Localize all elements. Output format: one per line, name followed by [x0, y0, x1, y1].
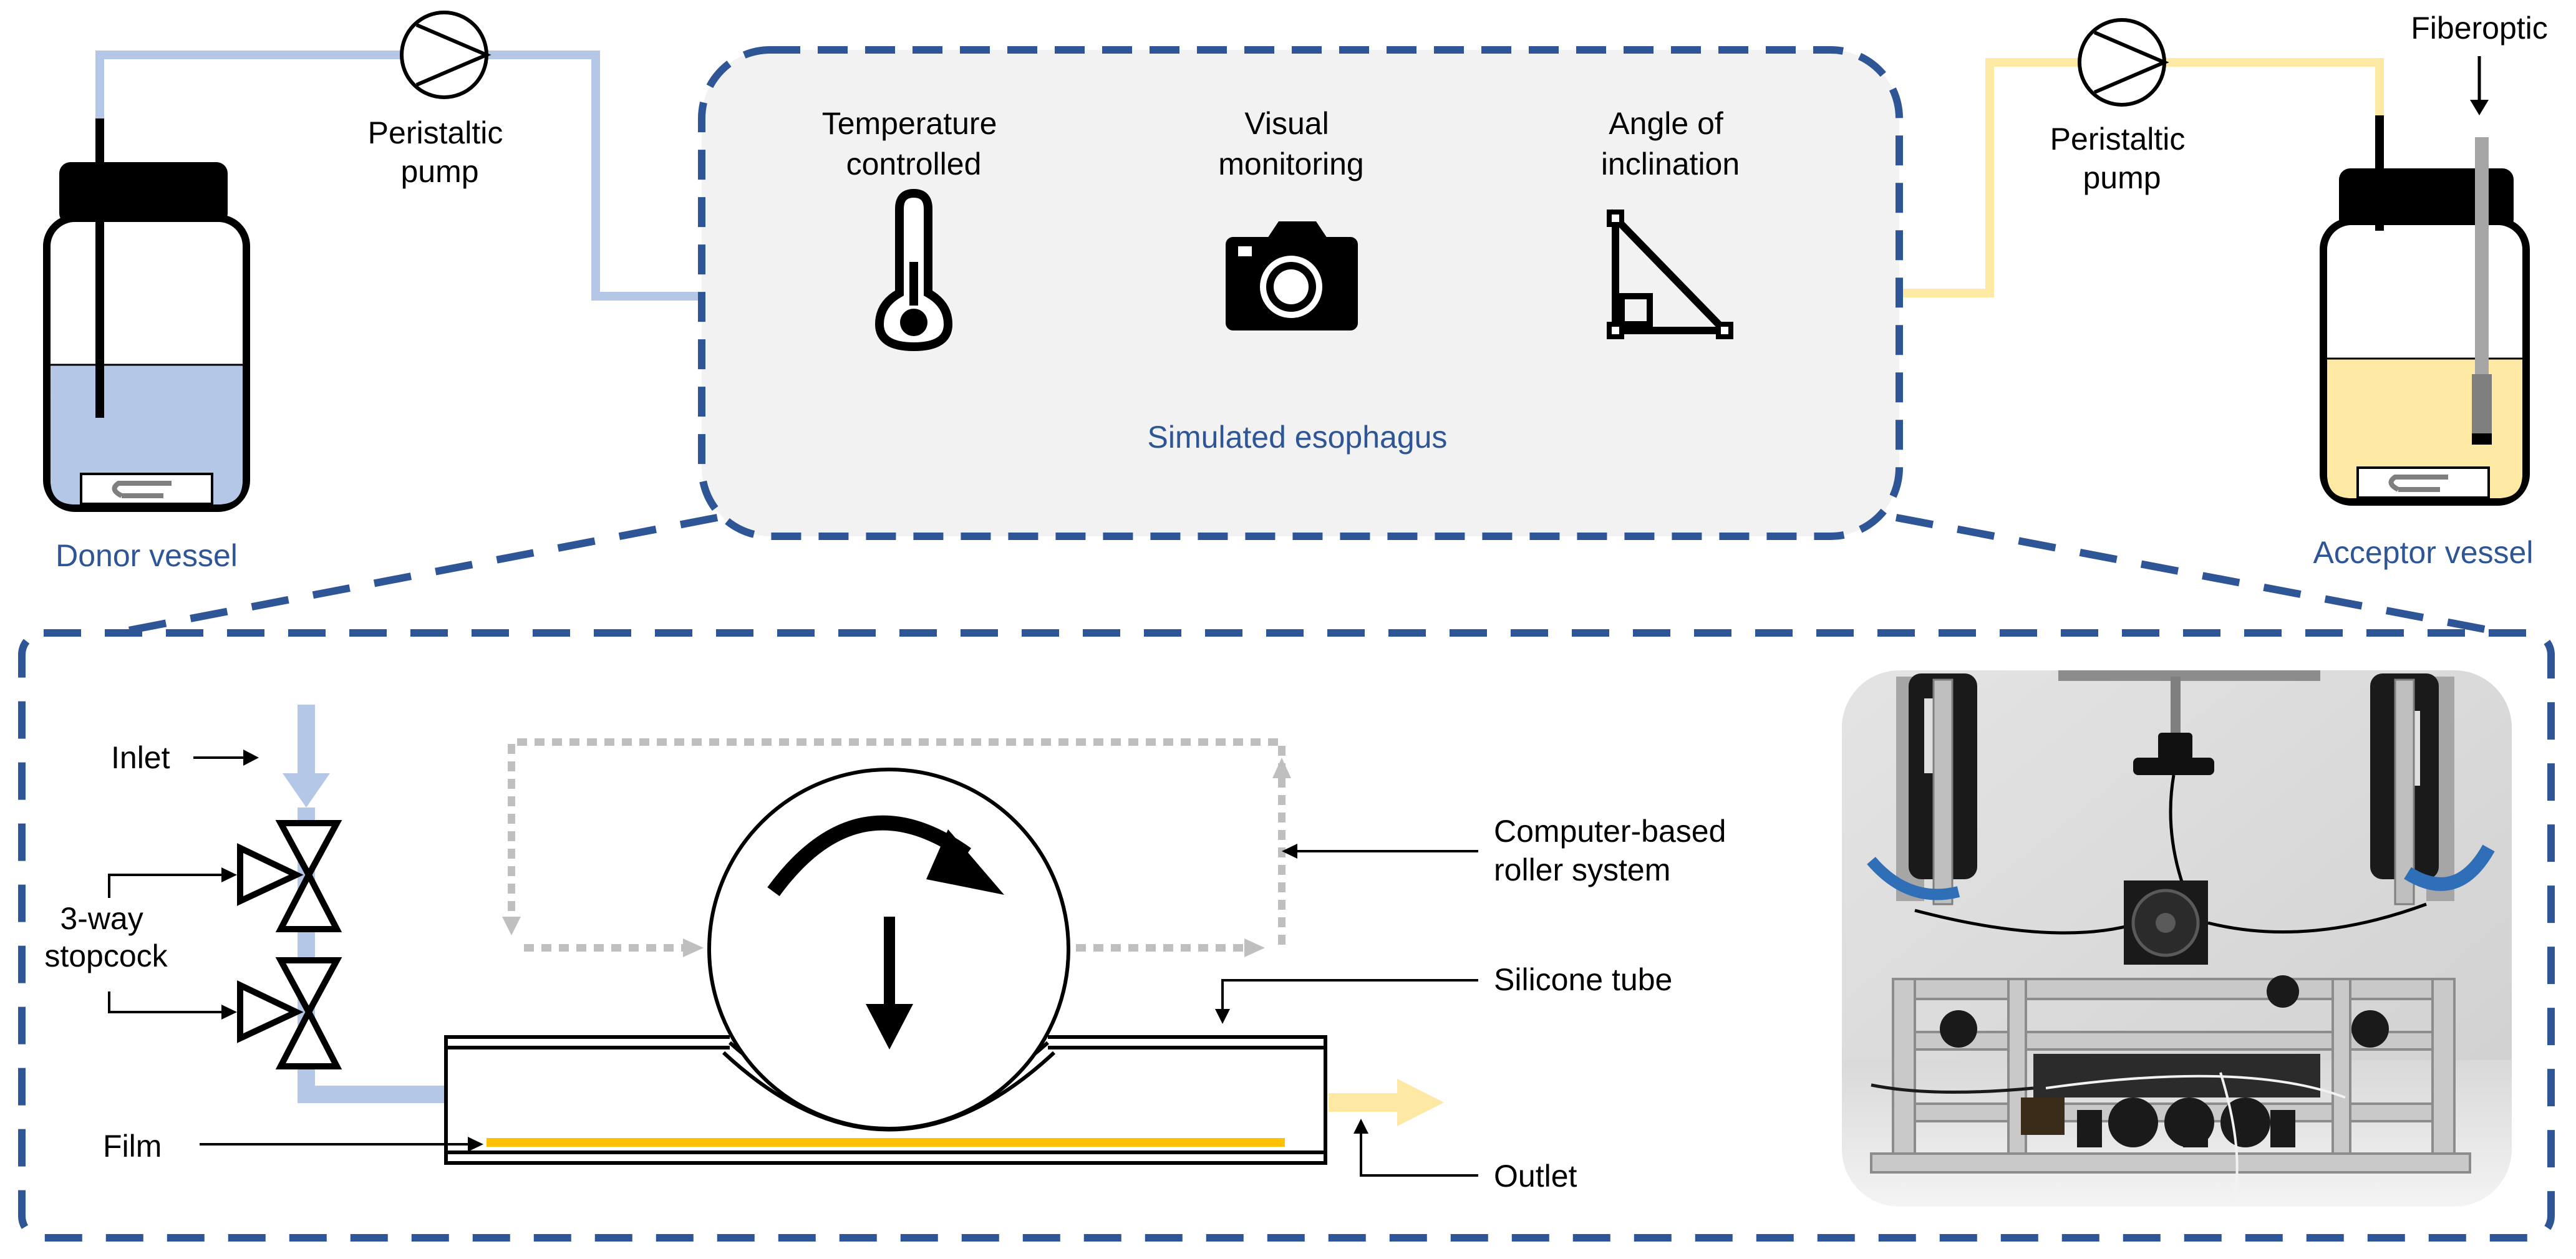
esophagus-title: Simulated esophagus — [1148, 420, 1448, 455]
stir-bar-icon — [112, 481, 172, 498]
stopcock-top-icon — [237, 820, 342, 932]
donor-vessel — [43, 115, 250, 512]
feature-visual-label: Visual monitoring — [1218, 106, 1363, 181]
acceptor-stir-bar-box — [2356, 466, 2490, 499]
donor-tubing — [95, 51, 705, 301]
detail-panel — [18, 629, 2555, 1242]
acceptor-tubing — [1896, 58, 2384, 297]
feature-angle-label: Angle of inclination — [1601, 106, 1740, 181]
fiberoptic-probe — [2475, 137, 2489, 430]
acceptor-stir-bar-icon — [2388, 475, 2448, 492]
set-square-icon — [1607, 209, 1734, 339]
inlet-flow-arrow-icon — [283, 705, 330, 808]
stir-bar-box — [80, 473, 213, 505]
acceptor-vessel — [2320, 115, 2530, 506]
outlet-label-arrowhead-icon — [1353, 1119, 1368, 1134]
donor-vessel-label: Donor vessel — [56, 538, 238, 573]
outlet-label-arrow-icon — [1360, 1132, 1478, 1177]
roller-path — [508, 738, 1286, 952]
roller-path-arrow-up-icon — [1272, 758, 1291, 778]
outlet-flow-arrow-icon — [1329, 1079, 1444, 1126]
outlet-label: Outlet — [1494, 1159, 1577, 1194]
zoom-line-right — [1895, 514, 2506, 637]
roller-path-arrow-right-icon — [1244, 938, 1265, 957]
roller-label-arrow-icon — [1282, 844, 1478, 859]
stopcock-bottom-icon — [237, 957, 342, 1069]
zoom-line-left — [114, 514, 719, 637]
acceptor-vessel-label: Acceptor vessel — [2313, 535, 2534, 570]
roller-path-arrow-down-icon — [502, 917, 521, 935]
fiberoptic-label: Fiberoptic — [2411, 11, 2548, 46]
film-strip — [487, 1138, 1285, 1147]
pump-left-label: Peristaltic pump — [368, 115, 512, 189]
tube-label-arrow-icon — [1221, 979, 1478, 1010]
silicone-tube-label: Silicone tube — [1494, 962, 1672, 997]
stopcock-leader-lines — [108, 874, 225, 1013]
roller-system-label: Computer-based roller system — [1494, 814, 1735, 887]
stopcock-arrow-top-icon — [221, 867, 237, 882]
pump-left-icon — [400, 11, 491, 99]
pump-right-icon — [2078, 18, 2169, 107]
feature-temperature-label: Temperature controlled — [822, 106, 1006, 181]
roller-path-arrow-right-icon — [683, 938, 704, 957]
inlet-arrow-icon — [193, 750, 259, 766]
tube-label-arrowhead-icon — [1215, 1009, 1230, 1024]
stopcock-label: 3-way stopcock — [44, 901, 168, 973]
film-arrow-icon — [200, 1137, 483, 1152]
thermometer-icon — [874, 188, 953, 352]
film-label: Film — [103, 1129, 162, 1164]
pump-right-label: Peristaltic pump — [2050, 122, 2194, 195]
stopcock-arrow-bottom-icon — [221, 1005, 237, 1020]
fiberoptic-arrow-icon — [2470, 56, 2489, 115]
roller-icon — [707, 768, 1070, 1131]
apparatus-photo — [1838, 667, 2515, 1210]
camera-icon — [1226, 221, 1358, 330]
inlet-label: Inlet — [111, 740, 170, 775]
